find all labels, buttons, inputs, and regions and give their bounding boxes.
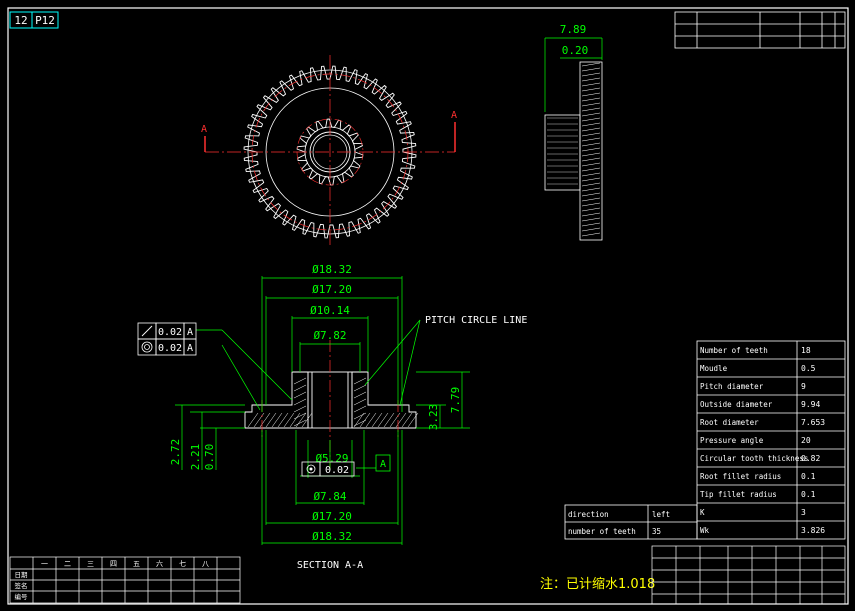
section-body-right <box>351 371 417 429</box>
dim-d2: Ø17.20 <box>312 283 352 296</box>
revision-row-label: 签名 <box>15 581 28 590</box>
dim-d3: Ø10.14 <box>310 304 350 317</box>
param-name: K <box>700 508 705 517</box>
gear-top-view: A A <box>201 55 457 245</box>
tol-row2-value: 0.02 <box>158 343 182 354</box>
section-hatching <box>247 377 419 428</box>
pitch-circle-label: PITCH CIRCLE LINE <box>425 315 527 326</box>
param-value: 7.653 <box>801 418 825 427</box>
side-view-dims <box>544 37 603 112</box>
shrink-note: 注：已计缩水1.018 <box>540 576 655 592</box>
dim-step-top: 0.20 <box>562 44 589 57</box>
param-value: 3 <box>801 508 806 517</box>
param-name: Circular tooth thickness <box>700 454 808 463</box>
revision-header: 六 <box>156 559 163 568</box>
concentricity-icon <box>141 341 153 353</box>
param-value: 3.826 <box>801 526 825 535</box>
dim-bore: Ø5.29 <box>315 452 348 465</box>
param-name: Number of teeth <box>700 346 768 355</box>
bore-tolerance-frame: 0.02 A <box>301 454 391 477</box>
gear-side-view <box>544 61 603 241</box>
param-name: Pitch diameter <box>700 382 764 391</box>
revision-header: 七 <box>179 559 186 568</box>
dim-l2: 2.21 <box>189 444 202 471</box>
revision-row-label: 编号 <box>15 592 29 601</box>
revision-header: 四 <box>110 560 117 568</box>
gear-parameter-table-2 <box>564 504 698 540</box>
dim-flange-height: 3.23 <box>427 404 440 431</box>
tol-row2-ref: A <box>187 343 193 354</box>
dim-d4: Ø7.82 <box>313 329 346 342</box>
param-name: Outside diameter <box>700 400 773 409</box>
param-value: 20 <box>801 436 811 445</box>
dim-b2: Ø17.20 <box>312 510 352 523</box>
bore-tolerance-value: 0.02 <box>325 465 349 476</box>
section-dims <box>175 276 470 545</box>
param-value: 9.94 <box>801 400 820 409</box>
section-title: SECTION A-A <box>297 560 363 571</box>
tol-row1-ref: A <box>187 327 193 338</box>
dim-l1: 2.72 <box>169 439 182 466</box>
revision-header: 一 <box>41 560 48 568</box>
param-value: 0.1 <box>801 490 816 499</box>
section-mark-right: A <box>451 110 457 121</box>
badge-code: P12 <box>35 14 55 27</box>
param-name: Wk <box>700 526 710 535</box>
param-value: 18 <box>801 346 811 355</box>
top-title-block <box>674 11 846 49</box>
param2-name: number of teeth <box>568 527 636 536</box>
param2-name: direction <box>568 510 609 519</box>
gear-parameter-table <box>696 340 846 540</box>
dim-b1: Ø7.84 <box>313 490 346 503</box>
runout-icon <box>141 325 153 337</box>
tol-row1-value: 0.02 <box>158 327 182 338</box>
dim-d1: Ø18.32 <box>312 263 352 276</box>
section-mark-left: A <box>201 124 207 135</box>
revision-header: 五 <box>133 560 140 568</box>
revision-table <box>9 556 241 604</box>
param-name: Moudle <box>700 364 728 373</box>
param-value: 9 <box>801 382 806 391</box>
param-value: 0.82 <box>801 454 820 463</box>
dim-total-height: 7.79 <box>449 387 462 414</box>
revision-header: 二 <box>64 560 71 568</box>
badge-number: 12 <box>14 14 27 27</box>
param2-value: 35 <box>652 527 661 536</box>
revision-row-label: 日期 <box>15 571 29 579</box>
geometric-tolerance: 0.02 A 0.02 A <box>137 322 197 356</box>
sheet-border <box>7 7 849 605</box>
param2-value: left <box>652 510 670 519</box>
param-value: 0.1 <box>801 472 816 481</box>
param-name: Pressure angle <box>700 436 764 445</box>
param-name: Root fillet radius <box>700 472 781 481</box>
param-value: 0.5 <box>801 364 816 373</box>
param-name: Root diameter <box>700 418 759 427</box>
bore-datum: A <box>380 459 386 470</box>
dim-l3: 0.70 <box>203 444 216 471</box>
param-name: Tip fillet radius <box>700 490 777 499</box>
revision-header: 八 <box>202 560 209 568</box>
section-view <box>244 371 417 429</box>
dim-width-top: 7.89 <box>560 23 587 36</box>
dim-b3: Ø18.32 <box>312 530 352 543</box>
revision-header: 三 <box>87 560 94 568</box>
drawing-badge: 12 P12 <box>9 11 59 29</box>
bottom-title-block <box>651 545 846 605</box>
